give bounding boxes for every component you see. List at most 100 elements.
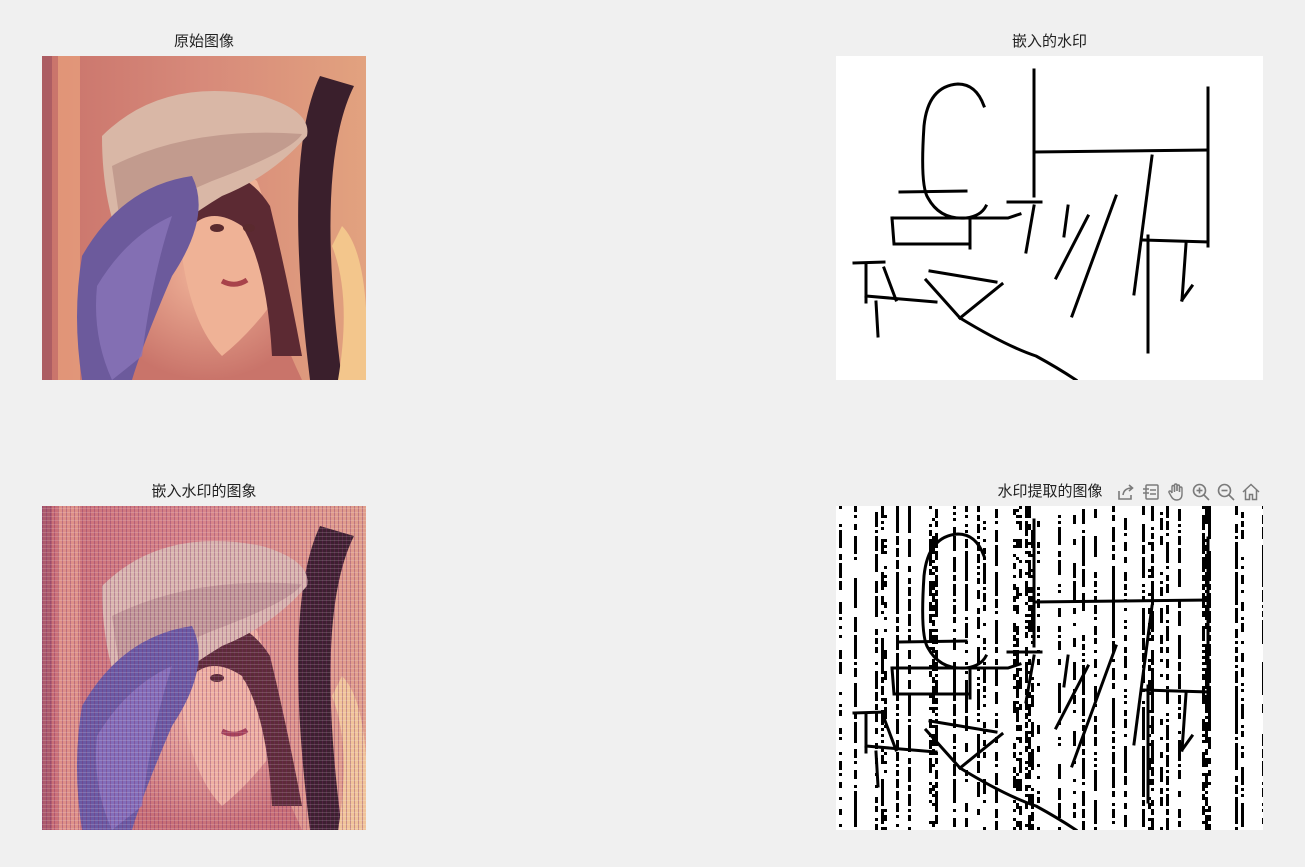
- zoom-in-button[interactable]: [1189, 480, 1213, 504]
- noise-speck: [935, 611, 938, 614]
- noise-speck: [983, 578, 986, 584]
- noise-speck: [1202, 812, 1205, 815]
- brush-button[interactable]: [1139, 480, 1163, 504]
- noise-speck: [881, 749, 884, 752]
- noise-speck: [965, 809, 968, 812]
- noise-speck: [1178, 755, 1181, 758]
- noise-speck: [977, 617, 980, 620]
- noise-speck: [1028, 695, 1031, 698]
- noise-speck: [1202, 692, 1205, 698]
- noise-speck: [908, 761, 911, 764]
- original-image-axes[interactable]: [42, 56, 366, 380]
- export-button[interactable]: [1114, 480, 1138, 504]
- noise-speck: [1094, 674, 1097, 677]
- noise-speck: [1262, 545, 1263, 548]
- noise-speck: [1235, 563, 1238, 566]
- noise-speck: [1235, 722, 1238, 725]
- noise-speck: [1241, 581, 1244, 584]
- noise-speck: [953, 620, 956, 623]
- noise-speck: [995, 587, 998, 590]
- noise-speck: [1202, 560, 1205, 563]
- noise-speck: [1028, 506, 1031, 512]
- noise-speck: [1124, 584, 1127, 590]
- noise-speck: [965, 701, 968, 704]
- noise-speck: [884, 770, 887, 773]
- noise-speck: [1037, 683, 1040, 686]
- noise-speck: [1112, 623, 1115, 629]
- noise-speck: [1166, 674, 1169, 677]
- noise-speck: [1016, 788, 1019, 791]
- noise-speck: [1016, 668, 1019, 674]
- noise-speck: [875, 704, 878, 710]
- noise-speck: [1058, 635, 1061, 638]
- noise-speck: [881, 827, 884, 830]
- zoom-out-button[interactable]: [1214, 480, 1238, 504]
- noise-speck: [983, 662, 986, 665]
- noise-speck: [1262, 536, 1263, 539]
- noise-speck: [1151, 569, 1154, 572]
- noise-speck: [908, 656, 911, 659]
- noise-speck: [1241, 533, 1244, 536]
- embedded-image-axes[interactable]: [42, 506, 366, 830]
- noise-speck: [884, 677, 887, 680]
- noise-speck: [896, 785, 899, 788]
- noise-speck: [1241, 689, 1244, 692]
- noise-speck: [854, 527, 857, 530]
- noise-speck: [854, 602, 857, 605]
- noise-speck: [953, 506, 956, 509]
- noise-speck: [884, 761, 887, 764]
- extracted-image-axes[interactable]: [836, 506, 1263, 830]
- noise-speck: [1058, 533, 1061, 536]
- noise-speck: [977, 530, 980, 533]
- noise-speck: [1142, 788, 1145, 791]
- noise-speck: [839, 773, 842, 776]
- noise-speck: [1094, 548, 1097, 551]
- noise-speck: [881, 545, 884, 548]
- noise-speck: [1112, 746, 1115, 749]
- noise-speck: [1208, 782, 1211, 785]
- noise-speck: [935, 578, 938, 581]
- noise-speck: [983, 638, 986, 644]
- extracted-image-title: 水印提取的图像: [997, 482, 1103, 500]
- noise-speck: [977, 557, 980, 563]
- noise-speck: [1016, 686, 1019, 689]
- noise-speck: [875, 524, 878, 527]
- noise-speck: [929, 782, 932, 785]
- noise-speck: [1235, 650, 1238, 653]
- noise-speck: [929, 791, 932, 794]
- noise-speck: [1019, 758, 1022, 764]
- noise-speck: [1262, 611, 1263, 614]
- noise-speck: [1148, 659, 1151, 662]
- noise-speck: [1058, 521, 1061, 524]
- noise-speck: [1208, 713, 1211, 716]
- noise-speck: [1013, 638, 1016, 641]
- noise-speck: [1160, 752, 1163, 758]
- noise-speck: [854, 821, 857, 824]
- noise-speck: [1235, 713, 1238, 719]
- noise-speck: [1205, 722, 1208, 725]
- noise-speck: [1142, 701, 1145, 704]
- noise-speck: [1082, 782, 1085, 785]
- noise-speck: [953, 788, 956, 791]
- noise-speck: [839, 524, 842, 527]
- noise-speck: [983, 785, 986, 788]
- noise-speck: [1124, 818, 1127, 824]
- noise-speck: [881, 809, 884, 812]
- noise-speck: [953, 746, 956, 749]
- watermark-image-axes[interactable]: [836, 56, 1263, 380]
- noise-speck: [1142, 728, 1145, 731]
- noise-speck: [983, 674, 986, 677]
- noise-speck: [1082, 821, 1085, 824]
- noise-speck: [896, 704, 899, 707]
- noise-speck: [935, 806, 938, 812]
- noise-speck: [884, 809, 887, 812]
- home-button[interactable]: [1239, 480, 1263, 504]
- noise-speck: [995, 509, 998, 512]
- noise-speck: [1142, 569, 1145, 572]
- noise-speck: [908, 527, 911, 533]
- noise-speck: [1235, 593, 1238, 596]
- noise-speck: [1037, 731, 1040, 734]
- noise-speck: [1202, 575, 1205, 578]
- pan-button[interactable]: [1164, 480, 1188, 504]
- noise-speck: [929, 539, 932, 542]
